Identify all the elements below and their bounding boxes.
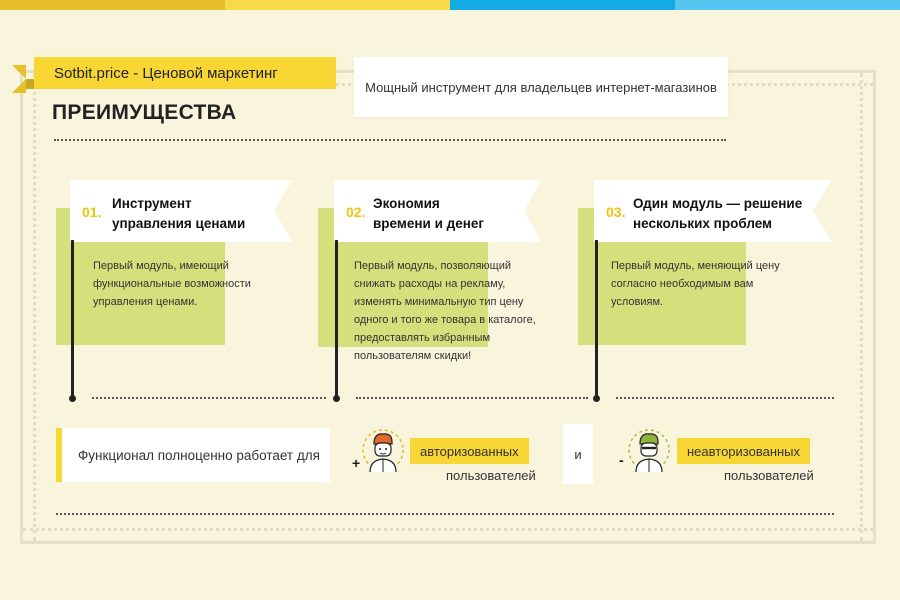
and-connector: и: [563, 424, 593, 484]
feature-1-flag: [70, 180, 292, 242]
feature-2-desc-line: Первый модуль, позволяющий: [354, 260, 512, 272]
feature-1-desc-line: Первый модуль, имеющий: [93, 260, 229, 272]
subtitle-text: Мощный инструмент для владельцев интерне…: [365, 79, 717, 95]
feature-1-description: Первый модуль, имеющий функциональные во…: [93, 257, 251, 311]
stripe-segment: [675, 0, 900, 10]
plus-sign: +: [352, 455, 361, 471]
authorized-tag: авторизованных: [410, 438, 529, 464]
feature-3-title: Один модуль — решение нескольких проблем: [633, 194, 802, 234]
feature-2-title-line: времени и денег: [373, 216, 484, 231]
frame-dots-bottom: [23, 528, 873, 531]
minus-sign: -: [619, 452, 624, 468]
subtitle-box: Мощный инструмент для владельцев интерне…: [354, 57, 728, 117]
feature-2-title-line: Экономия: [373, 196, 440, 211]
product-ribbon: Sotbit.price - Ценовой маркетинг: [34, 57, 336, 89]
feature-3-desc-line: условиям.: [611, 296, 664, 308]
authorized-tag-label: авторизованных: [420, 443, 519, 459]
feature-1-number: 01.: [82, 204, 102, 220]
feature-3-flag: [594, 180, 832, 242]
feature-3-title-line: Один модуль — решение: [633, 196, 803, 211]
feature-2-desc-line: пользователям скидки!: [354, 350, 472, 362]
title-divider: [54, 139, 726, 141]
feature-1-title: Инструмент управления ценами: [112, 194, 245, 234]
feature-2-number: 02.: [346, 204, 366, 220]
user-icon: [362, 429, 404, 473]
feature-1-desc-line: управления ценами.: [93, 296, 198, 308]
feature-1-title-line: Инструмент: [112, 196, 192, 211]
feature-1-title-line: управления ценами: [112, 216, 246, 231]
feature-1-stem-dot: [69, 395, 76, 402]
feature-3-title-line: нескольких проблем: [633, 216, 773, 231]
feature-3-number: 03.: [606, 204, 626, 220]
feature-2-desc-line: одного и того же товара в каталоге,: [354, 314, 536, 326]
frame-dots-left: [33, 73, 36, 541]
feature-3-desc-line: Первый модуль, меняющий цену: [611, 260, 780, 272]
feature-2-desc-line: предоставлять избранным: [354, 332, 491, 344]
feature-3-description: Первый модуль, меняющий цену согласно не…: [611, 257, 780, 311]
feature-2-desc-line: изменять минимальную тип цену: [354, 296, 524, 308]
feature-2-stem: [335, 240, 338, 398]
user-hidden-icon: [628, 429, 670, 473]
unauthorized-tag-label: неавторизованных: [687, 443, 801, 459]
ribbon-tail: [12, 65, 26, 93]
stripe-segment: [225, 0, 450, 10]
feature-2-desc-line: снижать расходы на рекламу,: [354, 278, 506, 290]
product-ribbon-label: Sotbit.price - Ценовой маркетинг: [54, 64, 278, 82]
feature-1-stem: [71, 240, 74, 398]
feature-3-stem-dot: [593, 395, 600, 402]
feature-1-desc-line: функциональные возможности: [93, 278, 251, 290]
functionality-note: Функционал полноценно работает для: [56, 428, 330, 482]
feature-2-title: Экономия времени и денег: [373, 194, 484, 234]
feature-3-stem: [595, 240, 598, 398]
feature-1-divider: [92, 397, 326, 399]
feature-3-desc-line: согласно необходимым вам: [611, 278, 754, 290]
unauthorized-users-label: пользователей: [724, 468, 814, 483]
page-title: ПРЕИМУЩЕСТВА: [52, 101, 237, 124]
unauthorized-tag: неавторизованных: [677, 438, 811, 464]
bottom-divider: [56, 513, 834, 515]
and-connector-text: и: [574, 446, 582, 462]
frame-dots-right: [860, 73, 863, 541]
top-color-stripe: [0, 0, 900, 10]
feature-2-stem-dot: [333, 395, 340, 402]
feature-2-divider: [356, 397, 588, 399]
functionality-note-text: Функционал полноценно работает для: [78, 447, 320, 463]
stripe-segment: [0, 0, 225, 10]
authorized-users-label: пользователей: [446, 468, 536, 483]
feature-2-description: Первый модуль, позволяющий снижать расхо…: [354, 257, 536, 365]
ribbon-fold: [26, 79, 34, 89]
stripe-segment: [450, 0, 675, 10]
feature-3-divider: [616, 397, 834, 399]
feature-2-flag: [334, 180, 541, 242]
